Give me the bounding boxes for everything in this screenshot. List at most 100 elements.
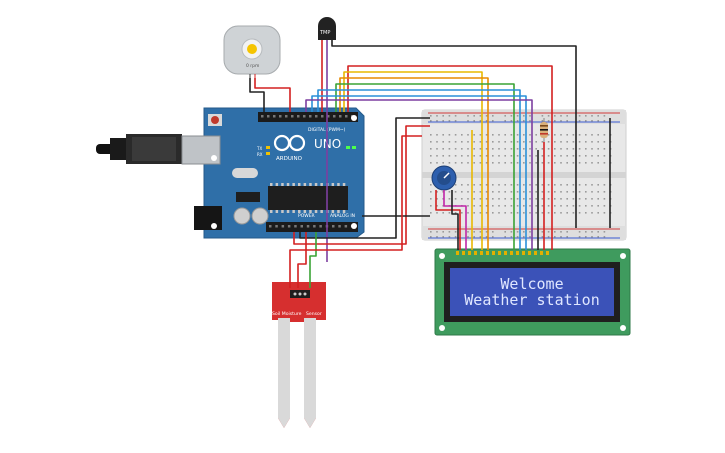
breadboard-hole: [516, 191, 519, 193]
breadboard-hole: [467, 134, 469, 136]
arduino-logo: [273, 134, 306, 152]
breadboard-hole: [547, 212, 550, 214]
wire-tmp-gnd: [331, 40, 577, 228]
lcd-pin: [504, 251, 507, 255]
header-pin: [345, 115, 348, 118]
breadboard-hole: [485, 198, 488, 200]
rail-hole: [578, 231, 581, 233]
breadboard-hole: [430, 155, 432, 157]
breadboard-hole: [529, 148, 531, 150]
breadboard-hole: [523, 184, 525, 186]
rail-hole: [454, 115, 457, 117]
rail-hole: [523, 120, 525, 122]
breadboard-hole: [591, 198, 593, 200]
rx-label: RX: [257, 152, 263, 157]
breadboard-hole: [448, 148, 451, 150]
breadboard-hole: [504, 184, 506, 186]
rail-hole: [566, 231, 568, 233]
lcd-pin: [486, 251, 489, 255]
header-pin: [338, 225, 341, 228]
breadboard-hole: [591, 191, 593, 193]
rail-hole: [516, 115, 519, 117]
breadboard-hole: [541, 198, 544, 200]
chip-pin: [303, 183, 307, 186]
rail-hole: [554, 120, 556, 122]
breadboard-hole: [578, 191, 581, 193]
wire-pot-gnd: [451, 190, 459, 250]
breadboard-hole: [597, 134, 599, 136]
breadboard-hole: [492, 162, 494, 164]
breadboard-hole: [516, 134, 519, 136]
breadboard-hole: [492, 191, 494, 193]
chip-pin: [298, 210, 301, 213]
breadboard-hole: [479, 184, 482, 186]
wires: [249, 40, 611, 288]
breadboard-hole: [498, 155, 500, 157]
rail-hole: [591, 236, 593, 238]
rail-hole: [510, 115, 513, 117]
chip-pin: [298, 183, 301, 186]
rail-hole: [516, 236, 519, 238]
rail-hole: [485, 236, 488, 238]
breadboard-hole: [566, 162, 568, 164]
breadboard-hole: [547, 205, 550, 207]
breadboard-hole: [492, 141, 494, 143]
breadboard-hole: [554, 191, 556, 193]
reset-button[interactable]: [211, 116, 219, 124]
rail-hole: [560, 231, 562, 233]
breadboard-hole: [461, 191, 463, 193]
rail-hole: [547, 115, 550, 117]
breadboard-hole: [560, 155, 562, 157]
breadboard-hole: [498, 198, 500, 200]
breadboard-hole: [585, 212, 587, 214]
lcd-screen: [450, 268, 614, 316]
header-pin: [327, 115, 330, 118]
lcd-line-2: Weather station: [464, 291, 599, 309]
breadboard-hole: [442, 162, 444, 164]
breadboard-hole: [572, 205, 575, 207]
potentiometer[interactable]: [431, 165, 457, 191]
breadboard-hole: [492, 155, 494, 157]
breadboard-hole: [523, 205, 525, 207]
chip-pin: [309, 183, 312, 186]
breadboard-hole: [603, 205, 606, 207]
breadboard-hole: [566, 134, 568, 136]
wire-gnd-rail: [299, 117, 430, 239]
breadboard-hole: [591, 162, 593, 164]
rail-hole: [479, 231, 482, 233]
breadboard-hole: [454, 155, 457, 157]
lcd-pin: [480, 251, 483, 255]
chip-pin: [303, 210, 307, 213]
rail-hole: [585, 120, 587, 122]
breadboard-hole: [436, 205, 438, 207]
breadboard-hole: [566, 191, 568, 193]
rail-hole: [578, 115, 581, 117]
breadboard-hole: [535, 198, 537, 200]
breadboard-hole: [430, 212, 432, 214]
breadboard-hole: [454, 191, 457, 193]
breadboard-hole: [535, 155, 537, 157]
chip-pin: [275, 210, 279, 213]
breadboard-hole: [473, 155, 475, 157]
breadboard: [421, 109, 627, 241]
breadboard-hole: [554, 155, 556, 157]
header-pin: [273, 115, 276, 118]
breadboard-hole: [448, 212, 451, 214]
breadboard-hole: [535, 184, 537, 186]
header-pin: [315, 115, 318, 118]
breadboard-hole: [467, 184, 469, 186]
wire-blue-1: [317, 89, 521, 250]
breadboard-hole: [535, 162, 537, 164]
rail-hole: [442, 120, 444, 122]
breadboard-hole: [485, 134, 488, 136]
wire-5v-rail: [293, 125, 430, 245]
breadboard-hole: [547, 184, 550, 186]
breadboard-hole: [597, 155, 599, 157]
breadboard-hole: [479, 198, 482, 200]
wire-purple: [305, 99, 533, 250]
breadboard-hole: [585, 191, 587, 193]
rail-hole: [473, 120, 475, 122]
rail-hole: [492, 115, 494, 117]
header-pin: [319, 225, 322, 228]
breadboard-hole: [436, 148, 438, 150]
